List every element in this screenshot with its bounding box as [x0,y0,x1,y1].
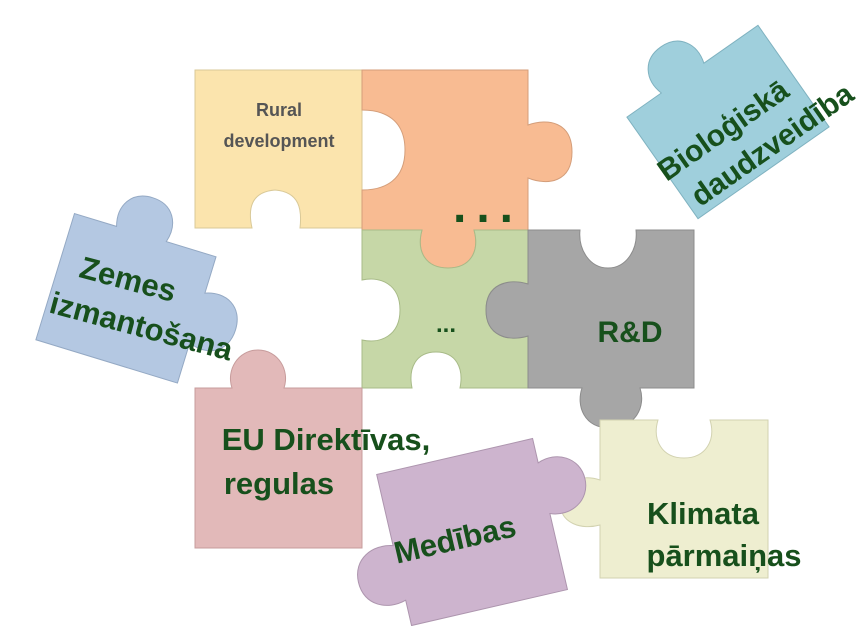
climate-label-line2: pārmaiņas [646,538,801,573]
rural-label-line1: Rural [256,100,302,120]
climate-label-line1: Klimata [647,496,760,531]
puzzle-piece-rural [194,69,363,229]
eu-label-line1: EU Direktīvas, [222,422,431,457]
puzzle-piece-land-use [35,195,238,384]
green-piece-label: ... [436,311,456,338]
ellipsis-label-top: ... [453,180,523,233]
rural-label-line2: development [223,131,334,151]
puzzle-piece-eu [194,349,363,549]
puzzle-piece-hunting [357,437,587,627]
eu-label-line2: regulas [224,466,334,501]
rd-label: R&D [598,316,663,349]
puzzle-piece-biodiversity [626,24,830,220]
